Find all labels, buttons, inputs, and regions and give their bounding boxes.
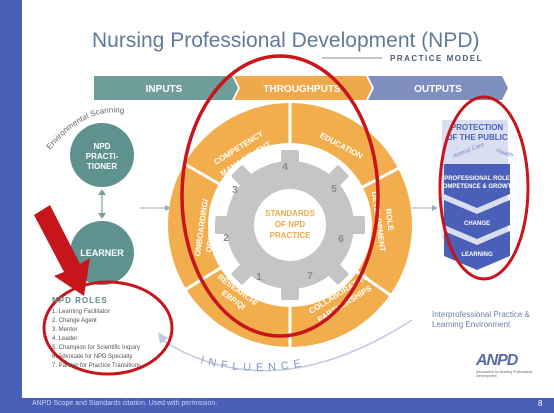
npd-practitioner-circle: [70, 123, 134, 187]
subtitle: PRACTICE MODEL: [390, 54, 483, 63]
learning-chevron: [444, 231, 510, 270]
npd-role-item: 3. Mentor: [52, 327, 78, 333]
red-annotation-arrow: [34, 205, 90, 296]
npd-role-item: 6. Advocate for NPD Specialty: [52, 354, 133, 360]
practitioner-line-3: TIONER: [87, 162, 117, 171]
outputs-label: OUTPUTS: [414, 84, 462, 95]
change-label: CHANGE: [464, 221, 490, 227]
professional-role-line-1: PROFESSIONAL ROLE: [444, 176, 510, 182]
npd-role-item: 1. Learning Facilitator: [52, 309, 110, 315]
gear-center-line-1: STANDARDS: [265, 209, 315, 218]
gear-center-line-2: OF NPD: [275, 220, 305, 229]
gear-number-2: 2: [223, 233, 229, 244]
npd-roles-highlight-ellipse: [42, 280, 174, 376]
diagram-frame: Nursing Professional Development (NPD) P…: [22, 0, 554, 398]
interprofessional-label: Interprofessional Practice & Learning En…: [432, 310, 530, 329]
change-chevron: [444, 200, 510, 239]
protection-line-1: PROTECTION: [451, 123, 504, 132]
practice-model-diagram: Nursing Professional Development (NPD) P…: [34, 29, 530, 376]
inputs-banner: [94, 76, 238, 100]
gear-number-1: 1: [256, 272, 262, 283]
professional-role-line-2: COMPETENCE & GROWTH: [438, 184, 515, 190]
gear-number-7: 7: [307, 271, 313, 282]
gear-center-line-3: PRACTICE: [270, 231, 312, 240]
npd-role-item: 4. Leader: [52, 336, 78, 342]
practitioner-line-1: NPD: [94, 142, 111, 151]
segment-role-development-line-1: ROLE: [383, 208, 395, 232]
gear-number-5: 5: [331, 184, 337, 195]
anpd-logo: ANPD Association for Nursing Professiona…: [476, 352, 546, 378]
practitioner-line-2: PRACTI-: [86, 152, 119, 161]
left-accent-bar: [0, 0, 22, 413]
inputs-label: INPUTS: [146, 84, 183, 95]
influence-label: INFLUENCE: [199, 354, 307, 374]
learner-label: LEARNER: [80, 248, 124, 258]
gear-number-6: 6: [338, 234, 344, 245]
protection-line-2: OF THE PUBLIC: [446, 133, 508, 142]
influence-arc: [161, 319, 413, 372]
standards-gear: [215, 150, 365, 300]
npd-roles-header: NPD ROLES: [52, 296, 108, 305]
output-arrow-head: [432, 205, 438, 211]
npd-roles-list: NPD ROLES 1. Learning Facilitator 2. Cha…: [52, 296, 172, 371]
outputs-highlight-ellipse: [438, 95, 530, 281]
outputs-banner: [368, 76, 508, 100]
arrow-down-head: [98, 213, 106, 219]
footer-citation: ANPD Scope and Standards citation. Used …: [32, 400, 218, 407]
npd-role-item: 2. Change Agent: [52, 318, 97, 324]
npd-role-item: 7. Partner for Practice Transitions: [52, 363, 142, 369]
anpd-logo-mark: ANPD: [476, 352, 518, 369]
footer-bar: [0, 398, 554, 413]
influence-arrow-head: [158, 332, 168, 344]
learning-label: LEARNING: [461, 252, 493, 258]
anpd-logo-subtitle: Association for Nursing Professional Dev…: [476, 370, 533, 378]
health-label: Health: [495, 148, 514, 159]
page-number: 8: [538, 399, 543, 408]
npd-role-item: 5. Champion for Scientific Inquiry: [52, 345, 141, 351]
gear-number-3: 3: [232, 185, 238, 196]
professional-role-chevron: [444, 164, 510, 208]
throughputs-label: THROUGHPUTS: [263, 84, 341, 95]
gear-number-4: 4: [282, 162, 288, 173]
page-title: Nursing Professional Development (NPD): [92, 29, 480, 52]
input-arrow-head: [165, 205, 171, 211]
throughputs-highlight-ellipse: [180, 54, 380, 338]
arrow-up-head: [98, 189, 106, 195]
